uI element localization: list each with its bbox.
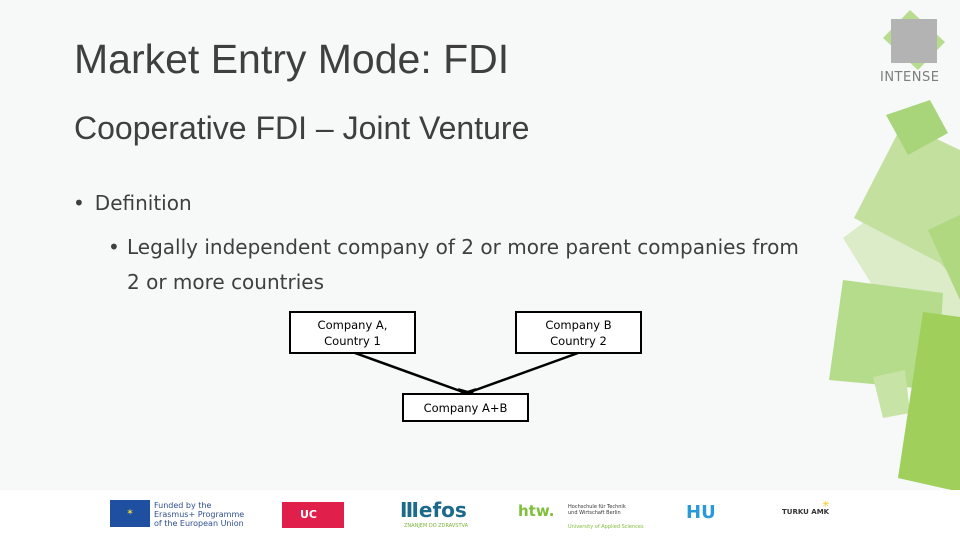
deco-bright-square (898, 312, 960, 492)
intense-logo-grey-square (891, 19, 937, 63)
hu-logo: HU (686, 502, 716, 523)
box-label: Company A, (317, 317, 388, 332)
turku-star-icon: ✳ (822, 500, 830, 510)
efos-logo: Ⅲefos (400, 498, 467, 522)
deco-lower-square (829, 280, 943, 390)
bullet-text: Legally independent company of 2 or more… (127, 235, 799, 294)
slide-title: Market Entry Mode: FDI (74, 36, 510, 82)
deco-tiny-shape (873, 370, 910, 418)
slide-subtitle: Cooperative FDI – Joint Venture (74, 110, 530, 146)
connector-a (354, 351, 464, 394)
htw-logo: htw. (518, 502, 555, 520)
bullet-icon: • (73, 191, 85, 215)
box-company-a: Company A,Country 1 (289, 311, 416, 354)
box-label: Company B (545, 317, 612, 332)
deco-right-shape (928, 215, 960, 300)
deco-medium-shape (854, 123, 960, 285)
bullet-level-1: • Definition (73, 191, 192, 215)
connector-b (469, 351, 579, 394)
uc-logo: UC (282, 502, 344, 528)
deco-small-square (886, 100, 948, 155)
efos-tagline: ZNANJEM DO ZDRAVSTVA (404, 523, 469, 529)
turku-amk-logo: TURKU AMK (782, 508, 830, 516)
eu-flag-icon: ✶ (110, 500, 150, 527)
bullet-text: Definition (94, 191, 192, 215)
bullet-icon: • (108, 235, 120, 259)
box-label: Country 1 (324, 333, 381, 348)
bullet-level-2: • Legally independent company of 2 or mor… (108, 230, 808, 300)
box-label: Country 2 (550, 333, 607, 348)
intense-logo-text: INTENSE (880, 70, 940, 85)
box-joint-venture: Company A+B (402, 393, 529, 422)
box-label: Company A+B (423, 400, 508, 415)
